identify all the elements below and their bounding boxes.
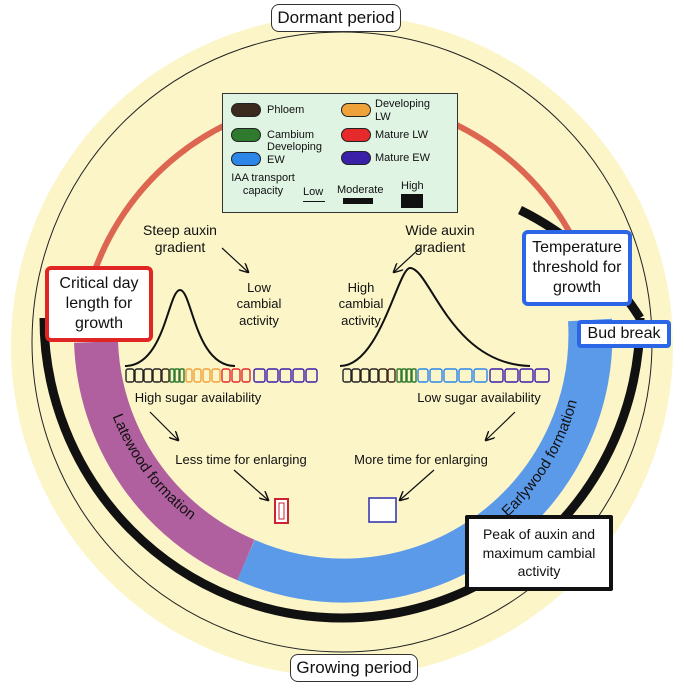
growing-period-label: Growing period: [296, 658, 412, 677]
arrow-low-sugar: [486, 411, 516, 440]
arrow-more-time: [400, 469, 435, 500]
arrow-wide: [394, 247, 421, 272]
arrow-high-sugar: [149, 411, 178, 440]
high-sugar-label: High sugar availability: [134, 390, 262, 405]
legend-line-moderate: [343, 198, 373, 204]
steep-auxin-curve: [124, 288, 236, 367]
steep-auxin-label: Steep auxin gradient: [143, 222, 217, 255]
legend-swatch-developing-lw: [341, 103, 371, 117]
low-sugar-label: Low sugar availability: [417, 390, 541, 405]
low-cambial-label: Low cambial activity: [236, 280, 282, 328]
growing-period-box: Growing period: [290, 654, 418, 682]
latewood-cell-lumen: [278, 502, 285, 520]
high-cambial-label: High cambial activity: [338, 280, 384, 328]
legend: Phloem Developing LW Cambium Mature LW D…: [222, 93, 458, 213]
dormant-period-label: Dormant period: [277, 8, 395, 27]
left-cell-file: [125, 368, 318, 383]
legend-label-phloem: Phloem: [267, 104, 305, 116]
right-cell-file: [342, 368, 550, 383]
more-time-label: More time for enlarging: [354, 452, 488, 467]
less-time-label: Less time for enlarging: [175, 452, 307, 467]
wide-auxin-label: Wide auxin gradient: [405, 222, 475, 255]
legend-swatch-mature-ew: [341, 151, 371, 165]
legend-transport-label: IAA transport capacity: [231, 172, 295, 197]
dormant-period-box: Dormant period: [271, 4, 401, 32]
temperature-threshold-label: Temperature threshold for growth: [532, 239, 622, 296]
legend-label-developing-ew: Developing EW: [267, 141, 323, 166]
peak-auxin-box: Peak of auxin and maximum cambial activi…: [465, 515, 613, 591]
legend-swatch-cambium: [231, 128, 261, 142]
legend-level-moderate: Moderate: [337, 184, 384, 196]
black-arc: [39, 317, 645, 623]
peak-auxin-label: Peak of auxin and maximum cambial activi…: [482, 525, 596, 580]
bud-break-box: Bud break: [577, 320, 671, 348]
legend-level-low: Low: [303, 186, 324, 198]
arrow-less-time: [233, 469, 268, 500]
legend-line-low: [303, 201, 325, 202]
bud-break-label: Bud break: [587, 325, 661, 342]
arrow-steep: [221, 247, 248, 272]
legend-swatch-phloem: [231, 103, 261, 117]
critical-day-label: Critical day length for growth: [59, 275, 139, 332]
earlywood-cell: [368, 497, 397, 523]
legend-swatch-mature-lw: [341, 128, 371, 142]
legend-label-developing-lw: Developing LW: [375, 98, 431, 123]
legend-line-high: [401, 194, 423, 208]
legend-swatch-developing-ew: [231, 152, 261, 166]
critical-day-box: Critical day length for growth: [45, 266, 153, 342]
legend-level-high: High: [401, 180, 424, 192]
latewood-arc: [74, 340, 255, 581]
legend-label-mature-lw: Mature LW: [375, 129, 428, 141]
legend-label-mature-ew: Mature EW: [375, 152, 431, 164]
wide-auxin-curve: [339, 266, 531, 367]
temperature-threshold-box: Temperature threshold for growth: [522, 230, 632, 306]
legend-label-cambium: Cambium: [267, 129, 315, 141]
